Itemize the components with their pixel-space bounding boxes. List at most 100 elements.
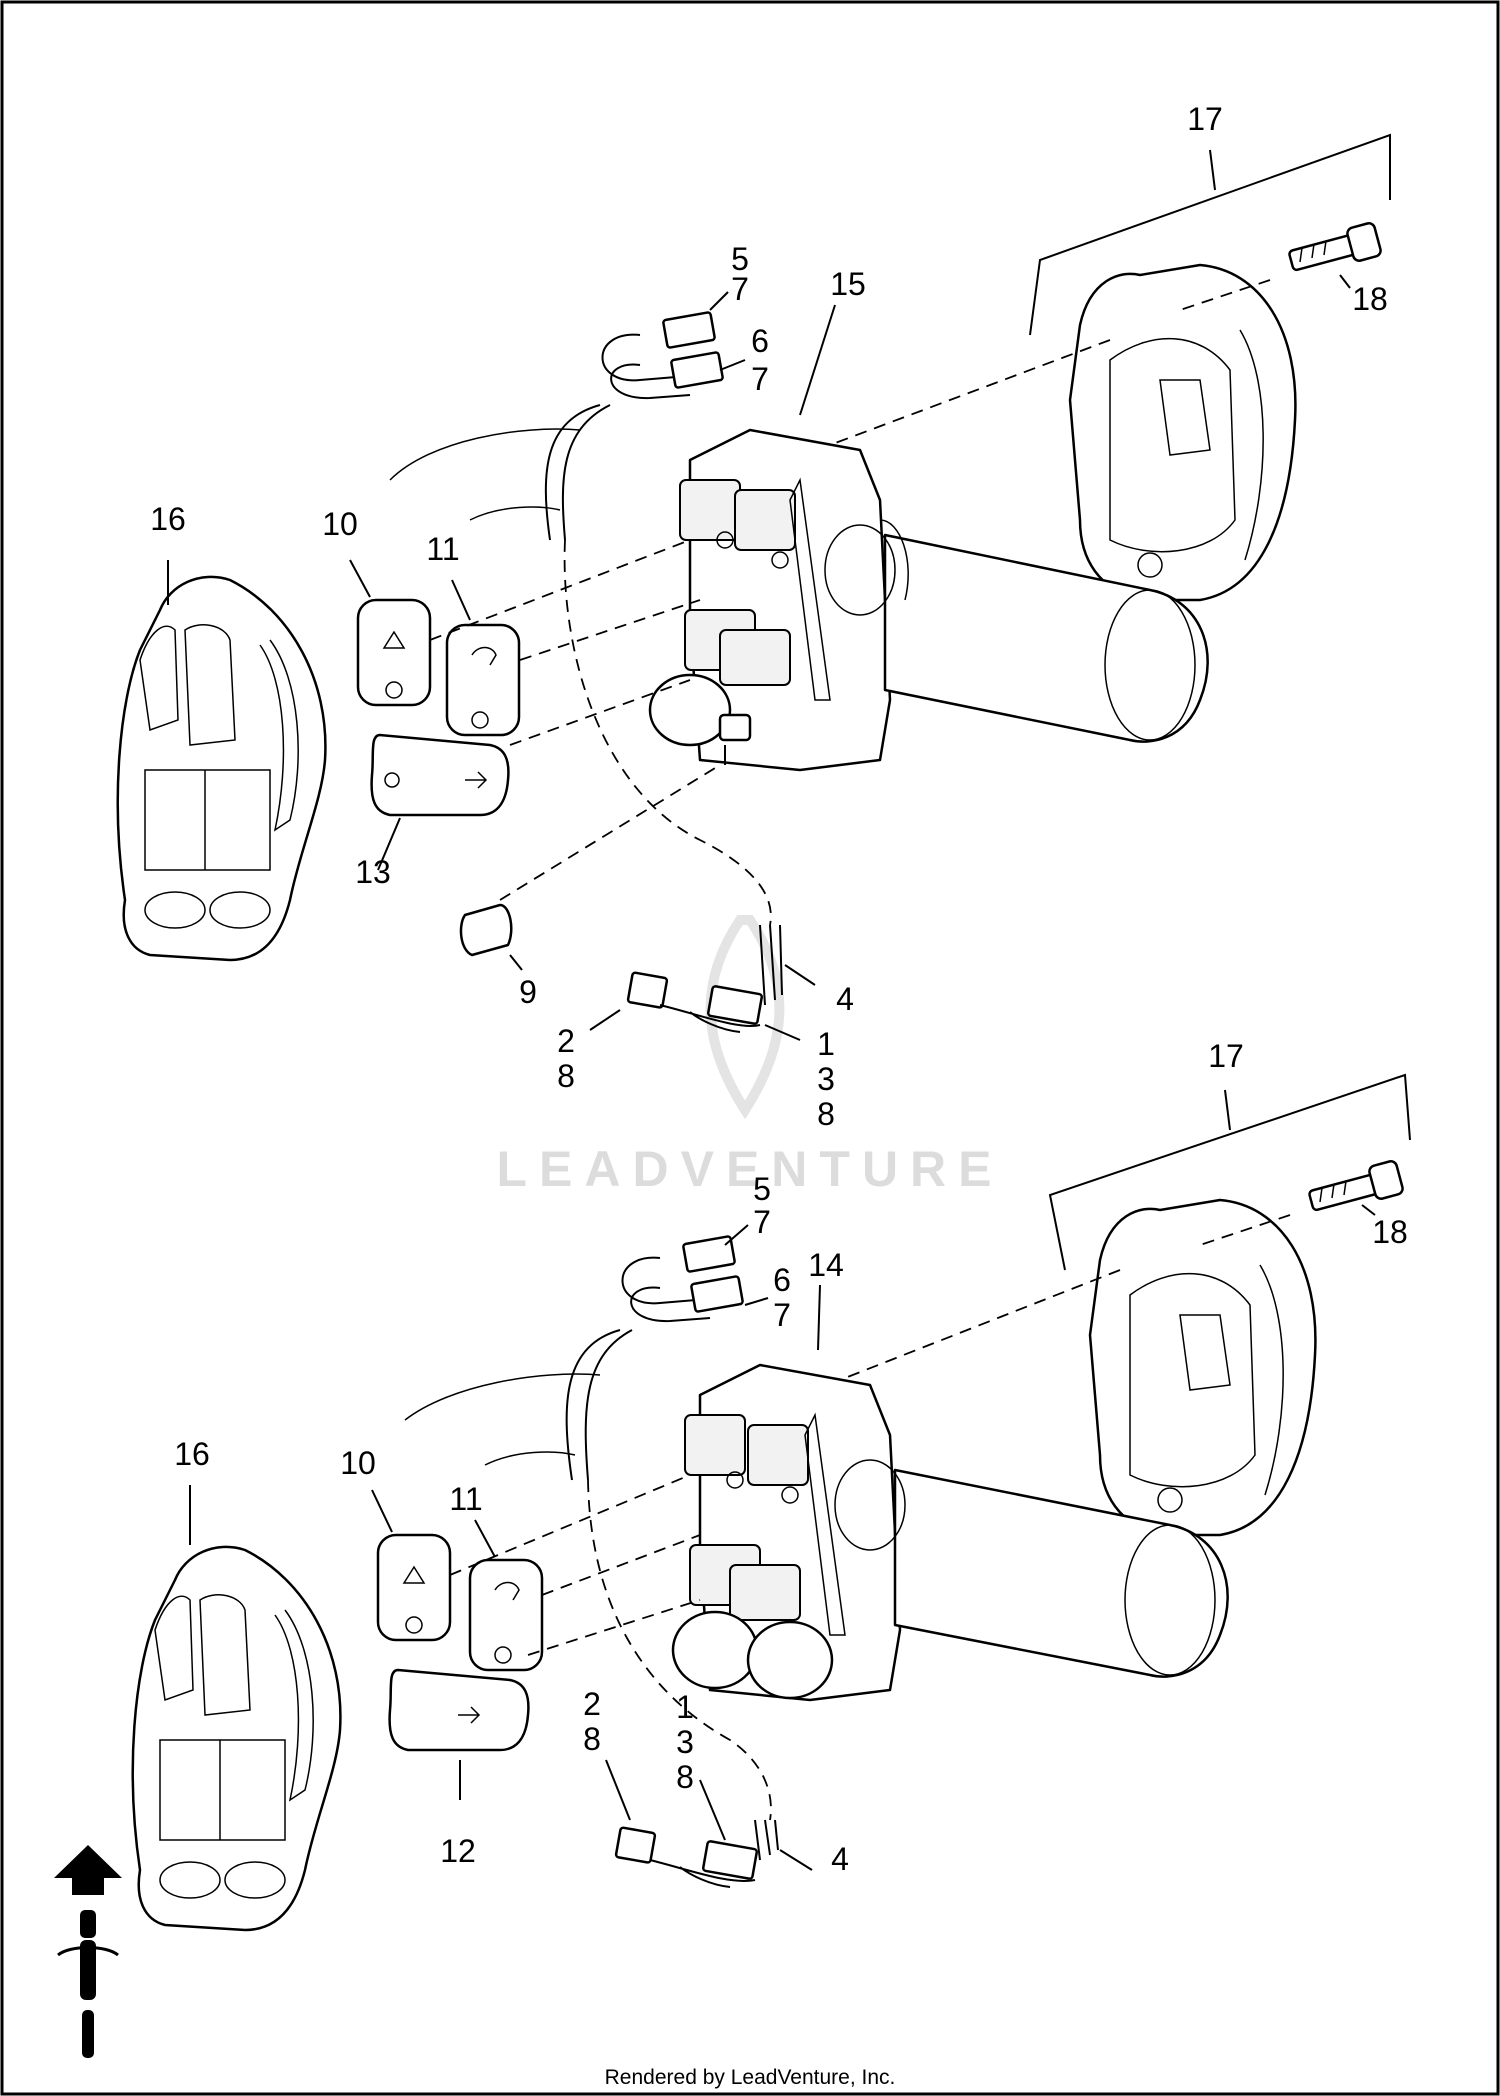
dash-wire-route-top bbox=[563, 539, 772, 926]
wire-harness-upper-bottom bbox=[565, 1329, 633, 1481]
callout-4-bottom: 4 bbox=[831, 1841, 849, 1877]
handlebar-grip-bottom bbox=[834, 1459, 1229, 1678]
dash-10-bottom bbox=[449, 1474, 691, 1576]
callout-5-top: 5 bbox=[731, 241, 749, 277]
wire-arc-top bbox=[389, 428, 581, 481]
callout-18-top: 18 bbox=[1352, 281, 1388, 317]
callout-1-3-top: 3 bbox=[817, 1061, 835, 1097]
dash-wire-route-bottom bbox=[587, 1479, 772, 1821]
callout-16-top: 16 bbox=[150, 501, 186, 537]
leader-10-bottom bbox=[371, 1489, 393, 1533]
connector-1-2-bottom bbox=[614, 1819, 779, 1888]
leader-10-top bbox=[349, 559, 371, 598]
button-12-bottom bbox=[388, 1668, 530, 1752]
callout-2-8-bottom: 8 bbox=[583, 1721, 601, 1757]
leader-13-top bbox=[377, 817, 401, 871]
wire-harness-upper-top bbox=[544, 404, 611, 541]
callout-12-bottom: 12 bbox=[440, 1833, 476, 1869]
bottom-assembly: 17 18 5 7 6 7 14 bbox=[131, 1038, 1411, 1932]
switch-assembly-14-bottom bbox=[671, 1363, 902, 1702]
dash-13-top bbox=[509, 679, 691, 746]
callout-1-8-top: 8 bbox=[817, 1096, 835, 1132]
leader-4-bottom bbox=[779, 1849, 813, 1871]
callout-6-bottom: 6 bbox=[773, 1262, 791, 1298]
leader-14-bottom bbox=[817, 1284, 821, 1351]
dash-18-to-housing-top bbox=[1179, 279, 1271, 311]
screw-18-top bbox=[1288, 222, 1382, 272]
leader-11-bottom bbox=[474, 1519, 496, 1558]
bracket-17-bottom bbox=[1048, 1073, 1411, 1271]
leader-18-top bbox=[1339, 274, 1351, 289]
connector-1-2-top bbox=[626, 924, 783, 1033]
callout-5-7-bottom: 7 bbox=[753, 1204, 771, 1240]
callout-6-7-bottom: 7 bbox=[773, 1297, 791, 1333]
leader-6-top bbox=[719, 359, 746, 371]
connector-5-6-top bbox=[601, 311, 724, 400]
switch-assembly-15-top bbox=[648, 428, 892, 772]
dash-11-top bbox=[519, 599, 701, 661]
bracket-17-top bbox=[1029, 133, 1391, 336]
wire-arc2-top bbox=[469, 506, 561, 521]
callout-18-bottom: 18 bbox=[1372, 1214, 1408, 1250]
lower-housing-16-bottom bbox=[131, 1545, 342, 1932]
leader-5-bottom bbox=[724, 1224, 749, 1246]
leader-1-top bbox=[764, 1024, 801, 1041]
button-11-top bbox=[445, 623, 521, 737]
forward-arrow-icon bbox=[54, 1845, 122, 1895]
screw-18-bottom bbox=[1308, 1160, 1404, 1212]
dash-10-top bbox=[429, 539, 691, 641]
callout-2-8-top: 8 bbox=[557, 1058, 575, 1094]
callout-1-top: 1 bbox=[817, 1026, 835, 1062]
dash-12-bottom bbox=[527, 1599, 701, 1656]
top-assembly: 17 18 5 7 6 7 15 bbox=[116, 101, 1391, 1132]
callout-16-bottom: 16 bbox=[174, 1436, 210, 1472]
connector-5-6-bottom bbox=[621, 1235, 744, 1323]
leader-1-bottom bbox=[699, 1779, 726, 1841]
callout-1-3-bottom: 3 bbox=[676, 1724, 694, 1760]
callout-2-bottom: 2 bbox=[583, 1686, 601, 1722]
callout-9-top: 9 bbox=[519, 974, 537, 1010]
callout-10-top: 10 bbox=[322, 506, 358, 542]
dash-18-to-housing-bottom bbox=[1199, 1214, 1291, 1246]
wire-arc2-bottom bbox=[484, 1451, 576, 1466]
leader-5-top bbox=[709, 291, 729, 311]
button-10-bottom bbox=[376, 1533, 452, 1642]
leader-18-bottom bbox=[1361, 1204, 1376, 1216]
callout-6-7-top: 7 bbox=[751, 361, 769, 397]
callout-2-top: 2 bbox=[557, 1023, 575, 1059]
callout-11-bottom: 11 bbox=[449, 1481, 482, 1517]
leader-4-top bbox=[784, 964, 816, 986]
motorcycle-top-view-icon bbox=[57, 1910, 119, 2058]
callout-5-7-top: 7 bbox=[731, 271, 749, 307]
callout-6-top: 6 bbox=[751, 323, 769, 359]
handlebar-grip-top bbox=[824, 519, 1209, 743]
watermark-text: LEADVENTURE bbox=[496, 1141, 1003, 1197]
dash-11-bottom bbox=[541, 1534, 701, 1596]
callout-17-top: 17 bbox=[1187, 101, 1223, 137]
callout-10-bottom: 10 bbox=[340, 1445, 376, 1481]
callout-14-bottom: 14 bbox=[808, 1247, 844, 1283]
leader-6-bottom bbox=[744, 1297, 769, 1306]
leader-9-top bbox=[509, 954, 523, 971]
callout-17-bottom: 17 bbox=[1208, 1038, 1244, 1074]
leader-2-top bbox=[589, 1009, 621, 1031]
credit-text: Rendered by LeadVenture, Inc. bbox=[605, 2066, 896, 2089]
callout-1-8-bottom: 8 bbox=[676, 1759, 694, 1795]
lower-housing-16-top bbox=[116, 575, 327, 962]
dash-housing-to-switch-bottom bbox=[839, 1269, 1121, 1381]
dash-9-top bbox=[499, 764, 721, 901]
button-11-bottom bbox=[468, 1558, 544, 1672]
leader-2-bottom bbox=[605, 1759, 631, 1821]
upper-housing-17-bottom bbox=[1088, 1198, 1317, 1537]
cap-9-top bbox=[459, 903, 513, 957]
callout-11-top: 11 bbox=[426, 531, 459, 567]
upper-housing-17-top bbox=[1068, 263, 1297, 602]
callout-15-top: 15 bbox=[830, 266, 866, 302]
callout-4-top: 4 bbox=[836, 981, 854, 1017]
callout-13-top: 13 bbox=[355, 854, 391, 890]
wire-arc-bottom bbox=[404, 1373, 601, 1421]
callout-5-bottom: 5 bbox=[753, 1171, 771, 1207]
dash-housing-to-switch-top bbox=[829, 339, 1111, 446]
